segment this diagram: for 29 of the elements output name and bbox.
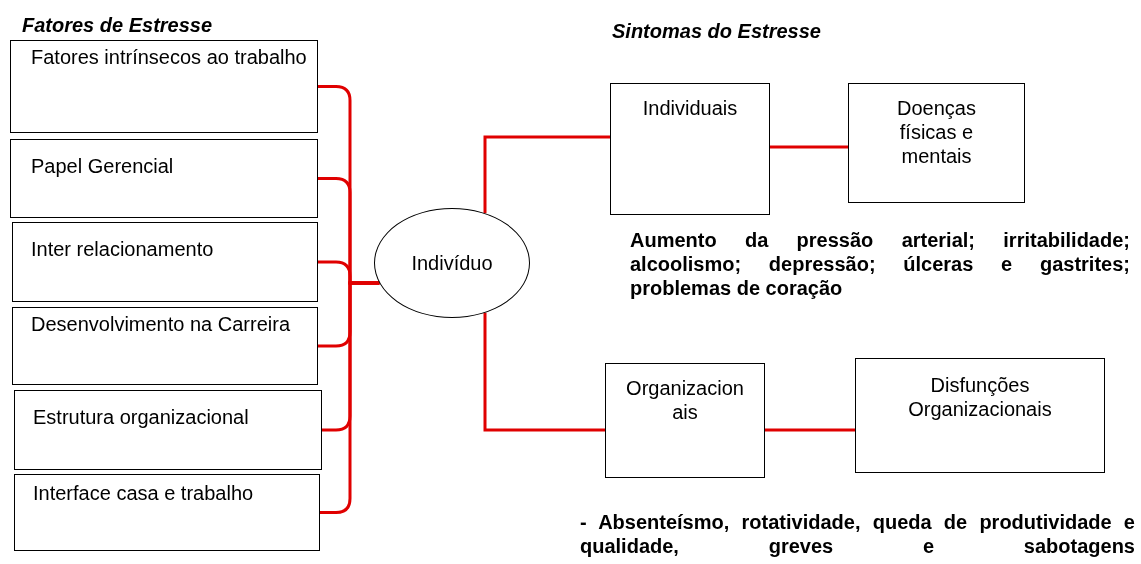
process-box [14, 390, 322, 470]
section-heading: Fatores de Estresse [22, 14, 213, 37]
node-text: Indivíduo [411, 251, 493, 275]
connector-line [483, 312, 605, 432]
symptom-list: Aumento da pressão arterial; irritabilidade; alcoolismo; depressão; úlceras e gastrites; problemas de coração [630, 228, 1130, 300]
node-text: Organizacionais [625, 376, 745, 424]
connector-line [770, 145, 848, 149]
process-box [10, 40, 318, 133]
node-text: Fatores intrínsecos ao trabalho [31, 45, 307, 69]
process-box [605, 363, 765, 478]
node-text: Estrutura organizacional [33, 405, 250, 429]
process-box [14, 474, 320, 551]
process-box [610, 83, 770, 215]
symptom-list: - Absenteísmo, rotatividade, queda de produtividade e qualidade, greves e sabotagens [580, 510, 1135, 558]
node-text: Desenvolvimento na Carreira [31, 312, 291, 336]
connector-line [765, 428, 855, 432]
process-box [12, 222, 318, 302]
process-box [848, 83, 1025, 203]
node-text: Disfunções Organizacionais [907, 373, 1053, 421]
node-text: Papel Gerencial [31, 154, 175, 178]
node-text: Doenças físicas e mentais [896, 96, 977, 168]
process-box [10, 139, 318, 218]
node-text: Interface casa e trabalho [33, 481, 255, 505]
process-box [855, 358, 1105, 473]
section-heading: Sintomas do Estresse [612, 20, 821, 43]
process-box [12, 307, 318, 385]
connector-line [483, 135, 610, 214]
node-text: Inter relacionamento [31, 237, 215, 261]
node-text: Individuais [642, 96, 738, 120]
